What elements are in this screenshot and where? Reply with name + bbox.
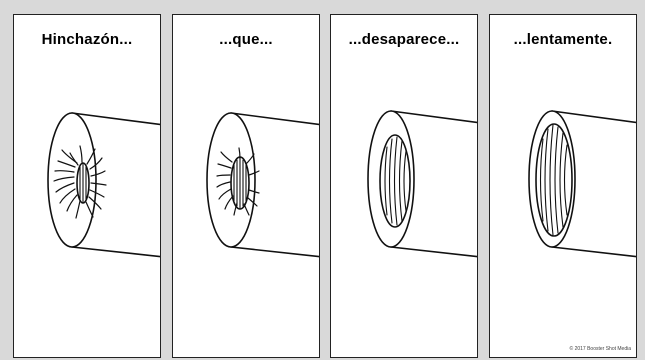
airway-tube-clear-illustration xyxy=(490,15,637,358)
airway-tube-reducing-illustration xyxy=(173,15,320,358)
comic-panel-3: ...desaparece... xyxy=(330,14,478,358)
comic-panel-2: ...que... xyxy=(172,14,320,358)
airway-tube-clearing-illustration xyxy=(331,15,478,358)
comic-panel-4: ...lentamente. © 2017 Booster Shot Media xyxy=(489,14,637,358)
comic-panel-1: Hinchazón... xyxy=(13,14,161,358)
airway-tube-swollen-illustration xyxy=(14,15,161,358)
copyright-text: © 2017 Booster Shot Media xyxy=(570,346,632,352)
